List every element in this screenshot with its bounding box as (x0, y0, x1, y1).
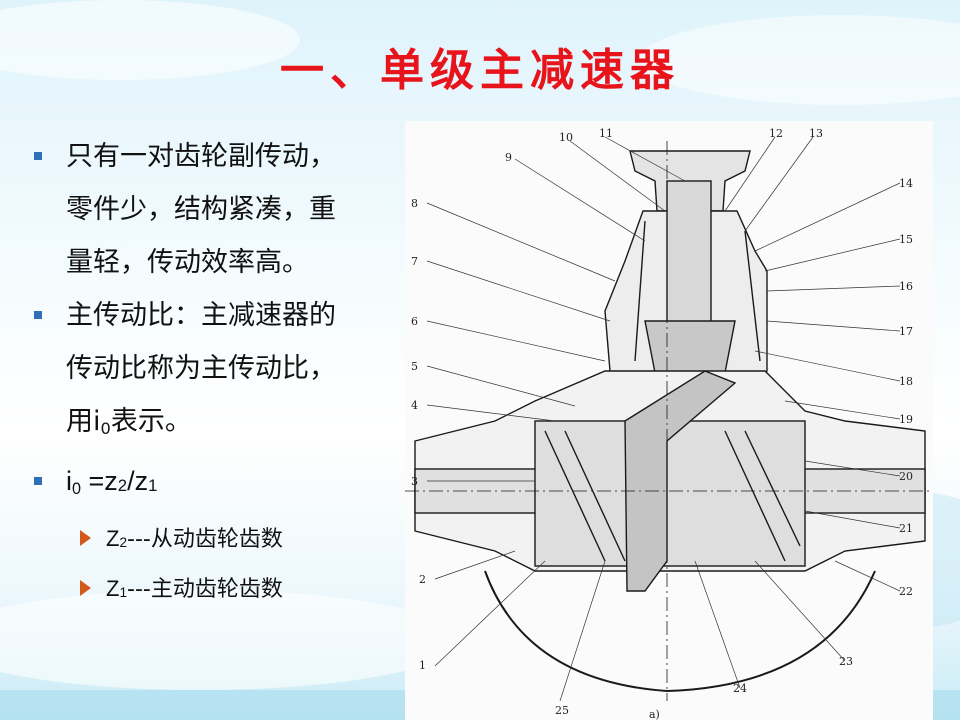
part-label-14: 14 (899, 177, 913, 190)
part-label-6: 6 (411, 315, 418, 328)
text-run: 表示。 (110, 406, 192, 437)
figure-caption: a) (649, 708, 660, 720)
housing-outline (405, 141, 933, 701)
text-run: ---从动齿轮齿数 (127, 527, 283, 552)
subscript: 1 (148, 476, 158, 495)
arrow-bullet-icon (80, 530, 91, 546)
bullet-line: 用i0表示。 (66, 395, 398, 455)
part-label-20: 20 (899, 470, 913, 483)
bullet-square-icon (34, 477, 42, 485)
part-label-19: 19 (899, 413, 913, 426)
bullet-line: 主传动比：主减速器的 (66, 300, 336, 331)
part-label-21: 21 (899, 522, 913, 535)
part-label-11: 11 (599, 127, 613, 140)
bullet-item-2: 主传动比：主减速器的 传动比称为主传动比， 用i0表示。 (28, 289, 398, 455)
part-label-1: 1 (419, 659, 426, 672)
bullet-item-formula: i0 =z2/z1 (28, 455, 398, 516)
slide-title: 一、单级主减速器 (280, 45, 680, 96)
subscript: 0 (100, 419, 111, 438)
formula: i0 =z2/z1 (66, 455, 398, 516)
text-run: Z (106, 576, 120, 601)
subscript: 2 (119, 535, 128, 550)
bullet-line: 量轻，传动效率高。 (66, 247, 309, 278)
bullet-square-icon (34, 311, 42, 319)
text-run: ---主动齿轮齿数 (127, 577, 283, 602)
leader-lines (426, 136, 901, 702)
part-label-12: 12 (769, 127, 783, 140)
arrow-bullet-icon (80, 580, 91, 596)
part-label-15: 15 (899, 233, 913, 246)
sub-bullet-2: Z1---主动齿轮齿数 (28, 566, 398, 616)
bullet-line: 传动比称为主传动比， (66, 353, 336, 384)
text-run: 用i (66, 406, 101, 437)
subscript: 0 (72, 480, 82, 498)
part-label-2: 2 (419, 573, 426, 586)
part-label-25: 25 (555, 704, 569, 717)
bullet-square-icon (34, 152, 42, 160)
part-label-18: 18 (899, 375, 913, 388)
part-label-23: 23 (839, 655, 853, 668)
formula-eq: =z (81, 466, 118, 496)
part-label-22: 22 (899, 585, 913, 598)
part-label-16: 16 (899, 280, 913, 293)
bullet-line: 只有一对齿轮副传动， (66, 141, 336, 172)
formula-slash: /z (127, 466, 149, 496)
part-label-9: 9 (505, 151, 512, 164)
part-label-10: 10 (559, 131, 573, 144)
formula-i: i (66, 466, 72, 496)
bullet-line: 零件少，结构紧凑，重 (66, 194, 336, 225)
part-label-7: 7 (411, 255, 418, 268)
bullet-list: 只有一对齿轮副传动， 零件少，结构紧凑，重 量轻，传动效率高。 主传动比：主减速… (28, 130, 398, 616)
subscript: 1 (119, 585, 128, 600)
part-label-8: 8 (411, 197, 418, 210)
text-run: Z (106, 526, 120, 551)
subscript: 2 (117, 476, 128, 495)
bullet-item-1: 只有一对齿轮副传动， 零件少，结构紧凑，重 量轻，传动效率高。 (28, 130, 398, 289)
part-label-17: 17 (899, 325, 913, 338)
part-label-5: 5 (411, 360, 418, 373)
part-label-24: 24 (733, 682, 747, 695)
sub-bullet-1: Z2---从动齿轮齿数 (28, 516, 398, 566)
part-label-4: 4 (411, 399, 418, 412)
part-label-3: 3 (411, 475, 418, 488)
part-label-13: 13 (809, 127, 823, 140)
